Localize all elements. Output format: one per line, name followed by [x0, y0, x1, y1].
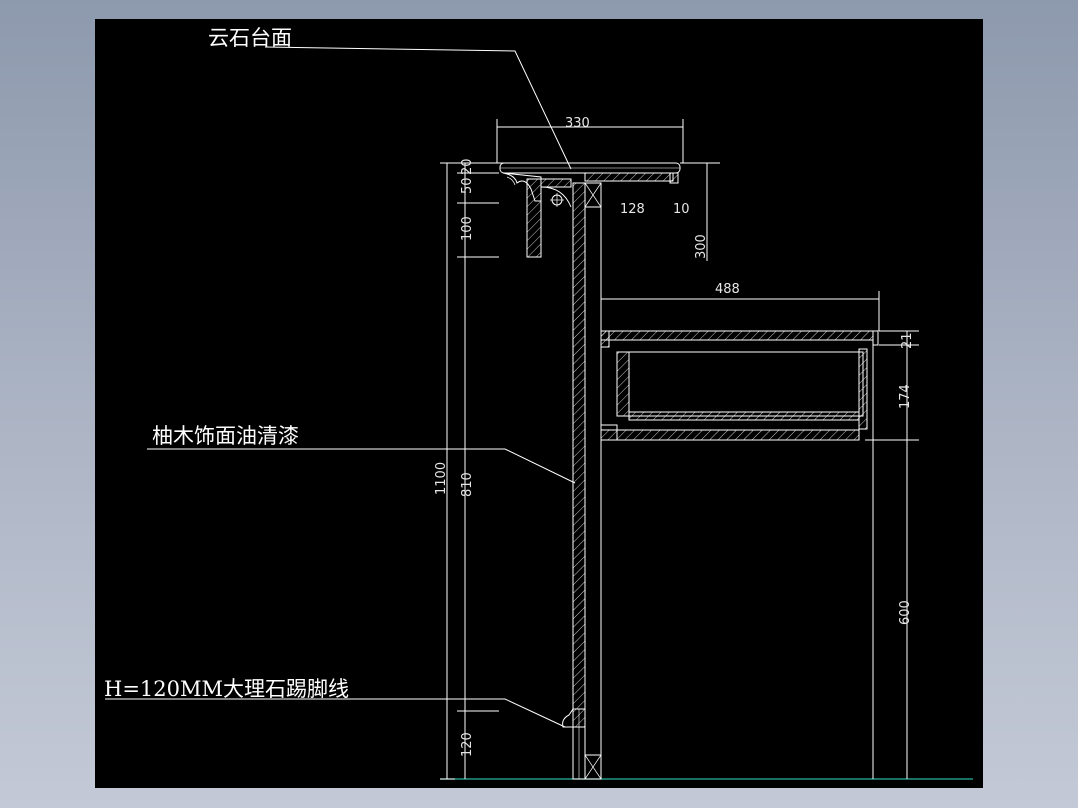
countertop-underside	[584, 172, 674, 182]
leader-skirting	[105, 698, 566, 728]
dim-shelf-thickness: 21	[900, 332, 915, 349]
work-shelf	[600, 330, 874, 341]
section-drawing: 云石台面 柚木饰面油清漆 H=120MM大理石踢脚线 330 128 10 48…	[104, 26, 973, 780]
cad-drawing-canvas: 云石台面 柚木饰面油清漆 H=120MM大理石踢脚线 330 128 10 48…	[95, 19, 983, 788]
leader-veneer	[147, 448, 576, 484]
label-countertop: 云石台面	[208, 26, 292, 50]
panel-core	[584, 182, 602, 780]
leader-countertop	[264, 46, 572, 170]
dim-skirting-height: 120	[460, 732, 475, 757]
label-baseboard: H=120MM大理石踢脚线	[104, 677, 349, 701]
dim-drawer-height: 174	[898, 384, 913, 409]
dim-overhang: 128	[620, 202, 645, 217]
dim-lip: 10	[673, 202, 690, 217]
bracket	[526, 178, 542, 258]
marble-skirting	[562, 707, 574, 728]
label-veneer: 柚木饰面油清漆	[152, 424, 299, 448]
dim-top-edge: 20	[460, 158, 475, 175]
drawer-bottom	[600, 429, 860, 441]
dim-top-width: 330	[565, 116, 590, 131]
dim-shelf-depth: 488	[715, 282, 740, 297]
drawer-box	[616, 351, 864, 417]
dim-lower-height: 600	[898, 600, 913, 625]
veneer-panel	[572, 182, 586, 728]
dim-bracket-height: 100	[460, 216, 475, 241]
dim-rise: 300	[694, 234, 709, 259]
dim-total-height: 1100	[434, 462, 449, 495]
dim-panel-height: 810	[460, 472, 475, 497]
dim-top-thickness: 50	[460, 177, 475, 194]
